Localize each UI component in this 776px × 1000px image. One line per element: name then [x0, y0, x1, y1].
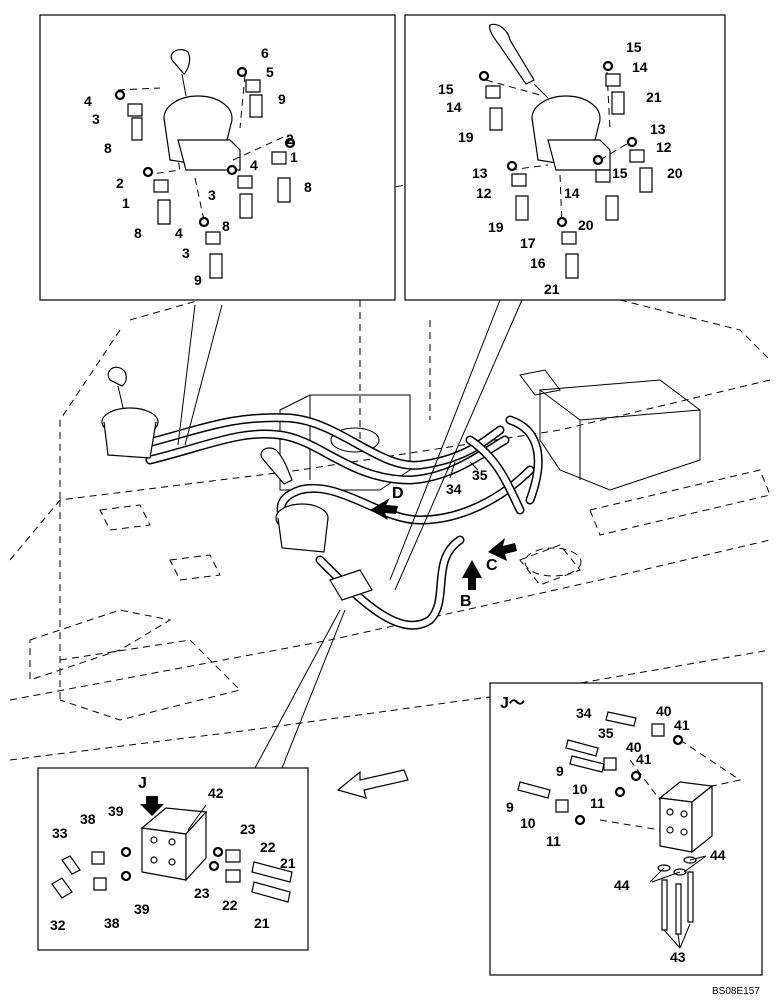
tl-label-3c: 3	[182, 245, 190, 261]
br-label-44b: 44	[614, 877, 630, 893]
tr-label-21a: 21	[646, 89, 662, 105]
tl-label-5: 5	[266, 64, 274, 80]
br-label-9b: 9	[506, 799, 514, 815]
tl-label-4c: 4	[175, 225, 183, 241]
tr-label-19a: 19	[458, 129, 474, 145]
view-c-arrow	[488, 538, 517, 561]
br-label-40b: 40	[626, 739, 642, 755]
tr-label-14b: 14	[632, 59, 648, 75]
bl-label-j: J	[138, 775, 147, 792]
br-label-35: 35	[598, 725, 614, 741]
bl-label-22a: 22	[260, 839, 276, 855]
tl-label-8c: 8	[134, 225, 142, 241]
br-label-41a: 41	[674, 717, 690, 733]
tr-label-15c: 15	[612, 165, 628, 181]
right-joystick-valve	[260, 447, 329, 553]
br-label-43: 43	[670, 949, 686, 965]
tl-label-4a: 4	[84, 93, 92, 109]
tl-label-1b: 1	[122, 195, 130, 211]
br-header: J～	[500, 695, 525, 712]
bl-label-39b: 39	[134, 901, 150, 917]
tl-label-8b: 8	[304, 179, 312, 195]
tl-label-4b: 4	[250, 157, 258, 173]
view-d-arrow	[370, 498, 398, 520]
br-label-10b: 10	[520, 815, 536, 831]
left-joystick-valve	[101, 366, 159, 459]
bl-label-23b: 23	[194, 885, 210, 901]
tr-label-13a: 13	[650, 121, 666, 137]
main-assembly-view: D 34 35 C B	[9, 184, 771, 799]
bl-label-38a: 38	[80, 811, 96, 827]
br-label-11a: 11	[590, 795, 605, 811]
inset-detail-j: J～ 34 40 41	[489, 682, 763, 976]
br-label-40a: 40	[656, 703, 672, 719]
br-label-9a: 9	[556, 763, 564, 779]
tr-label-12a: 12	[656, 139, 672, 155]
tr-label-16: 16	[530, 255, 546, 271]
tl-label-3b: 3	[208, 187, 216, 203]
tr-label-14a: 14	[446, 99, 462, 115]
tl-label-8d: 8	[222, 218, 230, 234]
br-label-11b: 11	[546, 833, 561, 849]
bl-label-21b: 21	[254, 915, 270, 931]
tr-label-15b: 15	[626, 39, 642, 55]
tr-label-15a: 15	[438, 81, 454, 97]
tl-label-2a: 2	[286, 131, 294, 147]
tr-label-21b: 21	[544, 281, 560, 297]
bl-label-38b: 38	[104, 915, 120, 931]
label-c: C	[486, 557, 498, 574]
inset-right-joystick: 15 14 19 15 14 21 13 12 13 12 15 20 14 2…	[404, 14, 726, 301]
label-35-main: 35	[472, 467, 488, 483]
tl-label-3a: 3	[92, 111, 100, 127]
tl-label-6: 6	[261, 45, 269, 61]
tr-label-13b: 13	[472, 165, 488, 181]
label-d: D	[392, 485, 404, 502]
inset-left-joystick: 4 3 8 6 5 9 2 1 2 1 3 4 8 8 4 3 8 9	[39, 14, 396, 301]
tl-label-9b: 9	[194, 272, 202, 288]
bl-label-39a: 39	[108, 803, 124, 819]
br-label-44a: 44	[710, 847, 726, 863]
front-direction-arrow	[336, 769, 409, 799]
tl-label-2b: 2	[116, 175, 124, 191]
bl-label-21a: 21	[280, 855, 296, 871]
bl-label-42: 42	[208, 785, 224, 801]
br-label-41b: 41	[636, 751, 652, 767]
br-label-34: 34	[576, 705, 592, 721]
tr-label-17: 17	[520, 235, 536, 251]
br-label-10a: 10	[572, 781, 588, 797]
bl-label-23a: 23	[240, 821, 256, 837]
bl-label-33: 33	[52, 825, 68, 841]
figure-code: BS08E157	[712, 986, 760, 997]
tr-label-19b: 19	[488, 219, 504, 235]
label-34-main: 34	[446, 481, 462, 497]
bl-label-22b: 22	[222, 897, 238, 913]
tl-label-8a: 8	[104, 140, 112, 156]
tr-label-12b: 12	[476, 185, 492, 201]
tl-label-1a: 1	[290, 149, 298, 165]
tr-label-20b: 20	[578, 217, 594, 233]
tl-label-9a: 9	[278, 91, 286, 107]
tr-label-20a: 20	[667, 165, 683, 181]
bl-label-32: 32	[50, 917, 66, 933]
tr-label-14c: 14	[564, 185, 580, 201]
view-b-arrow	[462, 560, 482, 590]
inset-connector-block: J 42 33 38 39 23 22 32 38 39 23 22 21 21	[37, 767, 309, 951]
label-b: B	[460, 593, 472, 610]
